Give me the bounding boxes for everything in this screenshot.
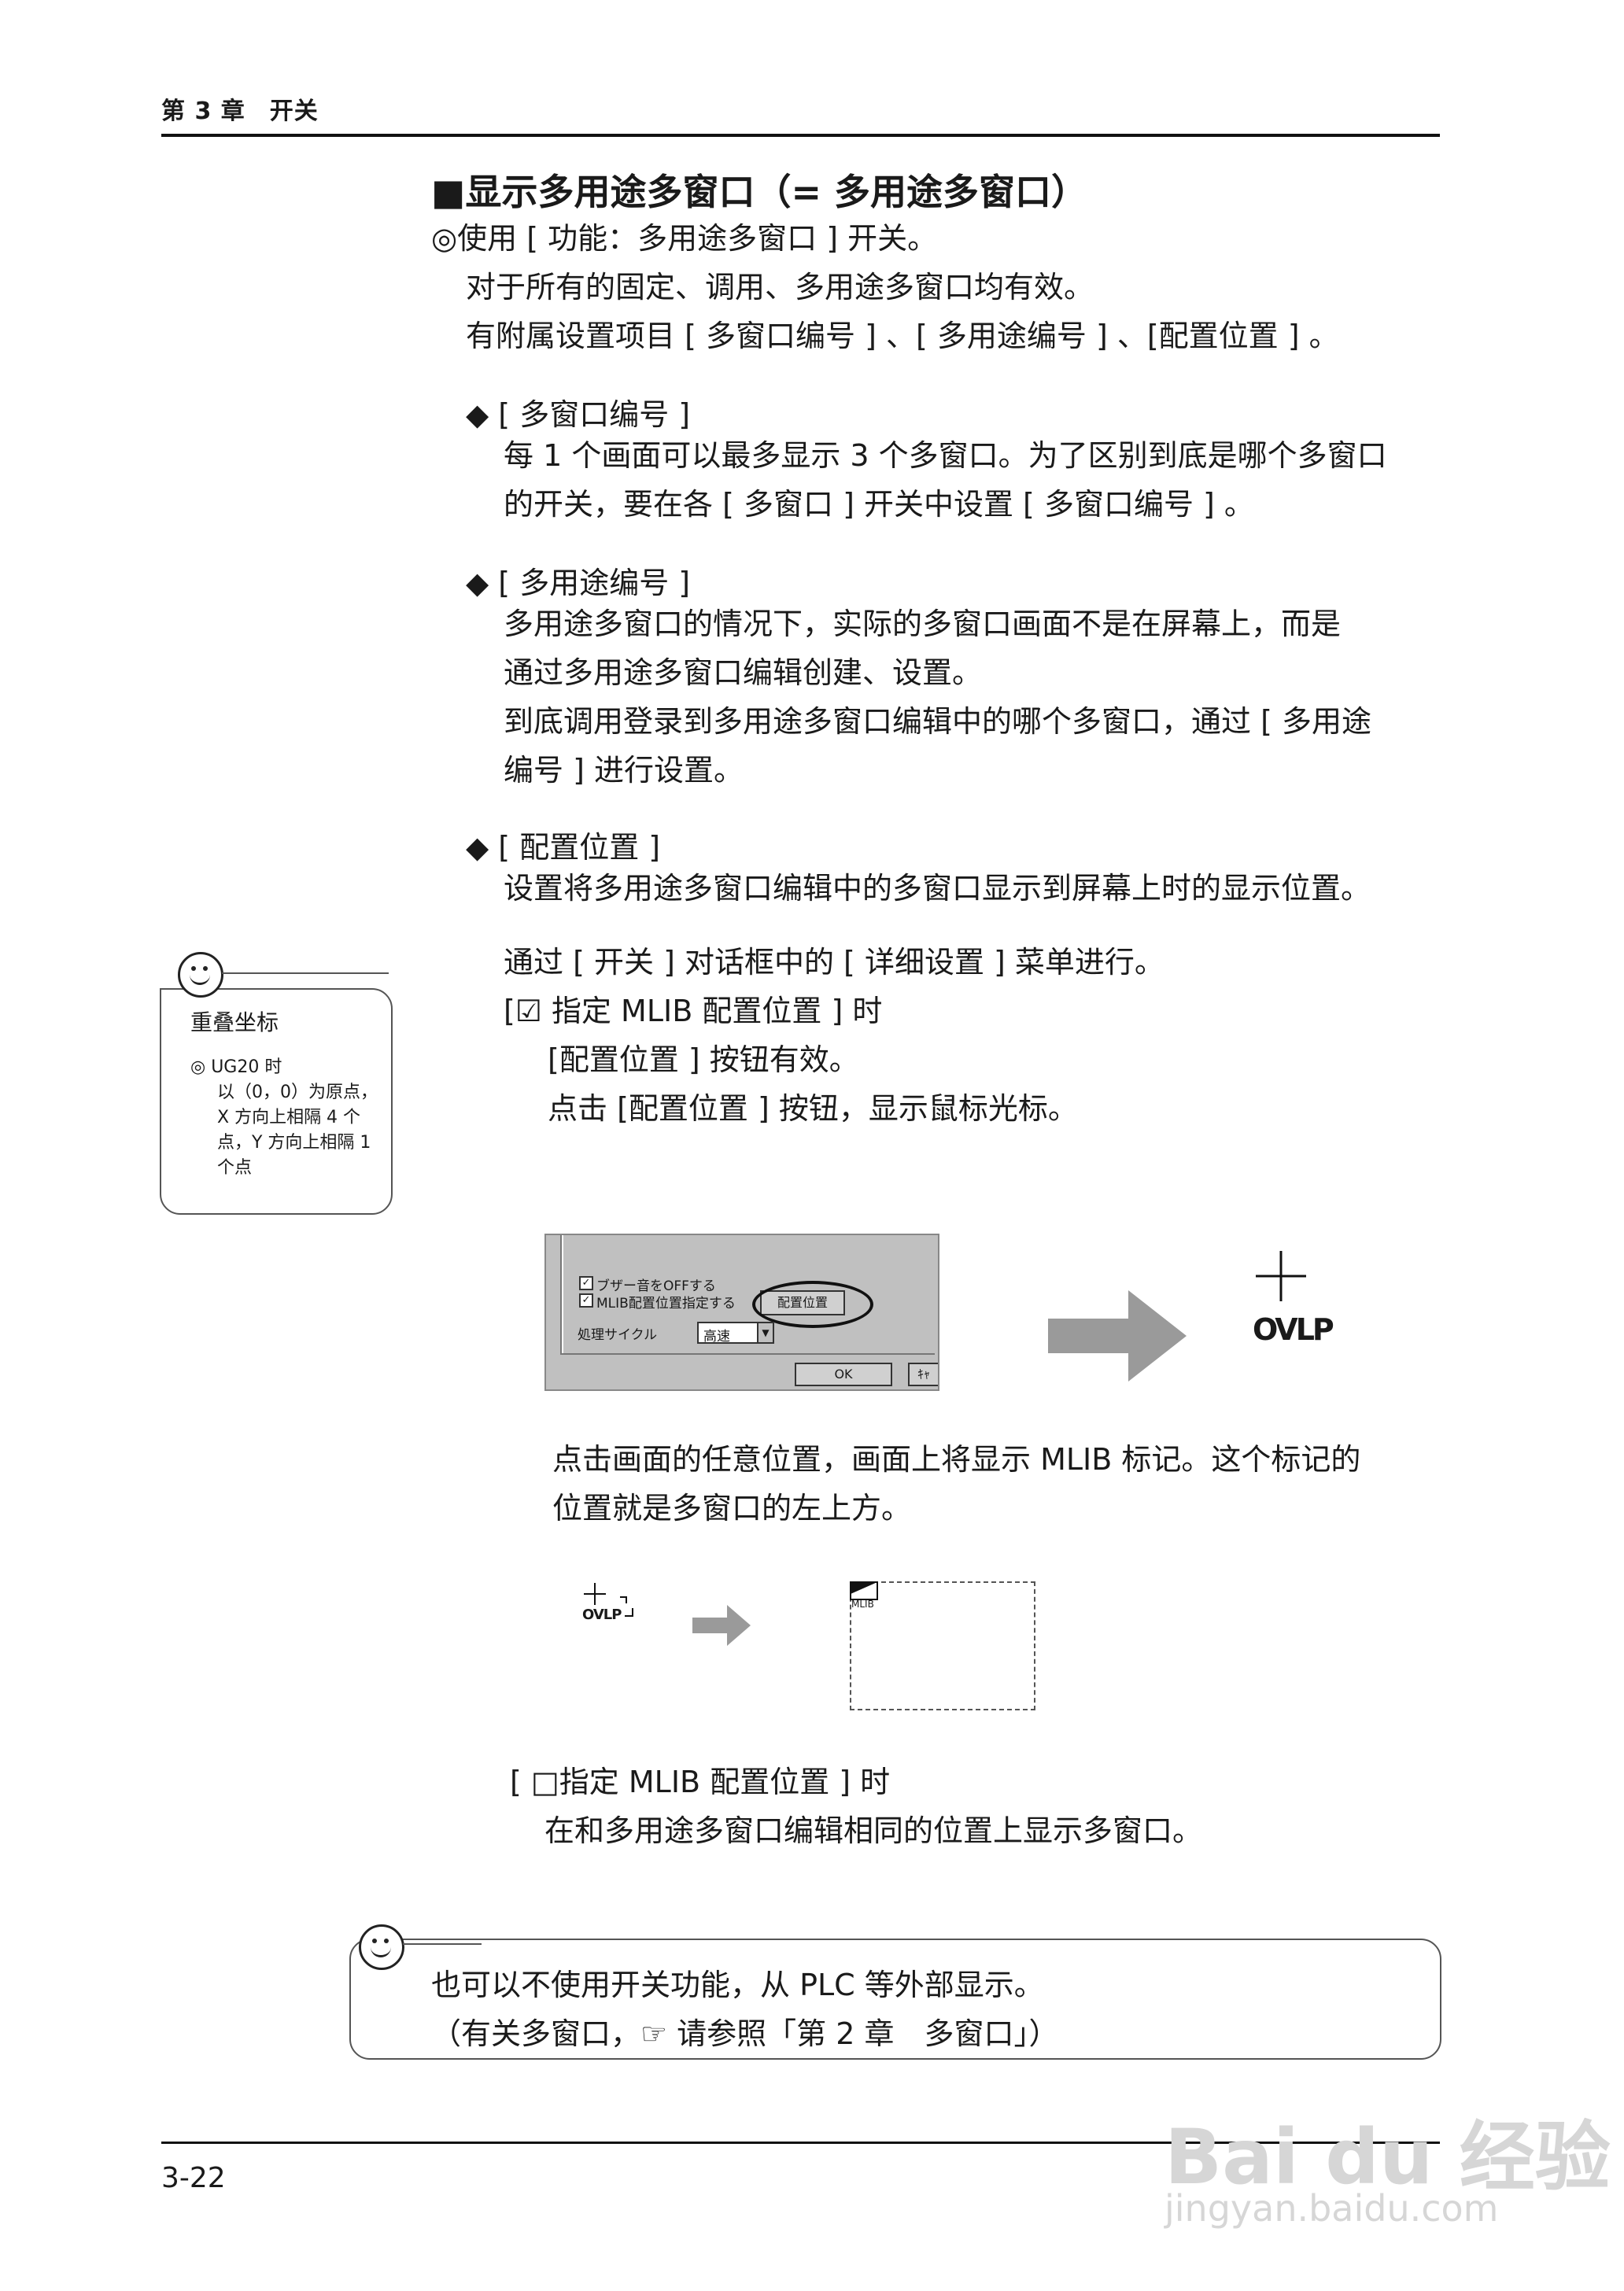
- buzzer-off-checkbox[interactable]: ✓: [579, 1276, 593, 1290]
- section2-line-2: 通过多用途多窗口编辑创建、设置。: [504, 655, 983, 690]
- section-title: ■显示多用途多窗口（= 多用途多窗口）: [431, 171, 1088, 213]
- corner-mark-icon: [625, 1608, 633, 1617]
- unchecked-line: 在和多用途多窗口编辑相同的位置上显示多窗口。: [544, 1813, 1203, 1848]
- switch-dialog-screenshot: ✓ ブザー音をOFFする ✓ MLIB配置位置指定する 配置位置 処理サイクル …: [544, 1234, 939, 1391]
- crosshair-cursor-icon: [1256, 1251, 1306, 1301]
- cancel-button[interactable]: ｷｬ: [908, 1363, 938, 1386]
- subsection-title-window-number: ◆ [ 多窗口编号 ]: [466, 397, 691, 432]
- mlib-marker-icon: [850, 1581, 878, 1600]
- bottom-note-box: [349, 1939, 1441, 2060]
- watermark-brand: Bai du 经验: [1164, 2113, 1611, 2201]
- mlib-position-label: MLIB配置位置指定する: [596, 1296, 736, 1312]
- side-note-line-5: 个点: [217, 1158, 253, 1178]
- cycle-label: 処理サイクル: [578, 1327, 658, 1343]
- side-note-line-3: X 方向上相隔 4 个: [217, 1108, 361, 1127]
- side-note-line-4: 点，Y 方向上相隔 1: [217, 1133, 371, 1153]
- ovlp-cursor-label: OVLP: [1253, 1312, 1334, 1347]
- chapter-header: 第 3 章 开关: [161, 98, 319, 125]
- side-note-line-2: 以（0，0）为原点，: [217, 1083, 378, 1102]
- unchecked-title: [ □指定 MLIB 配置位置 ] 时: [510, 1765, 891, 1799]
- multi-window-outline: [850, 1581, 1035, 1710]
- highlight-ellipse: [752, 1281, 873, 1328]
- smiley-icon: [178, 952, 223, 998]
- side-note-line-1: ◎ UG20 时: [190, 1057, 282, 1077]
- footer-rule: [161, 2142, 1440, 2144]
- after-dialog-line-1: 点击画面的任意位置，画面上将显示 MLIB 标记。这个标记的: [552, 1442, 1361, 1477]
- section1-line-1: 每 1 个画面可以最多显示 3 个多窗口。为了区别到底是哪个多窗口: [504, 438, 1387, 473]
- header-rule: [161, 134, 1440, 137]
- chevron-down-icon[interactable]: ▼: [757, 1323, 773, 1342]
- section2-line-1: 多用途多窗口的情况下，实际的多窗口画面不是在屏幕上，而是: [504, 607, 1342, 641]
- small-arrow-right-icon: [692, 1605, 751, 1646]
- mlib-label: MLIB: [851, 1599, 874, 1610]
- side-note-heading: 重叠坐标: [190, 1009, 279, 1035]
- cycle-select[interactable]: 高速 ▼: [697, 1322, 774, 1345]
- subsection-title-multipurpose-number: ◆ [ 多用途编号 ]: [466, 566, 691, 600]
- mlib-position-checkbox[interactable]: ✓: [579, 1293, 593, 1308]
- small-ovlp-label: OVLP: [582, 1607, 622, 1623]
- section2-line-4: 编号 ] 进行设置。: [504, 753, 744, 788]
- note-top-rule: [403, 1943, 482, 1945]
- buzzer-off-label: ブザー音をOFFする: [596, 1278, 716, 1294]
- intro-line-3: 有附属设置项目 [ 多窗口编号 ] 、[ 多用途编号 ] 、[配置位置 ] 。: [466, 319, 1339, 353]
- section3-line-1: 设置将多用途多窗口编辑中的多窗口显示到屏幕上时的显示位置。: [504, 871, 1371, 906]
- ok-button[interactable]: OK: [795, 1363, 892, 1386]
- section3-line-5: 点击 [配置位置 ] 按钮，显示鼠标光标。: [548, 1091, 1078, 1126]
- cycle-select-value: 高速: [703, 1329, 730, 1345]
- bottom-note-line-2: （有关多窗口，☞ 请参照「第 2 章 多窗口」）: [431, 2016, 1059, 2051]
- arrow-right-icon: [1048, 1290, 1187, 1382]
- watermark-url: jingyan.baidu.com: [1164, 2187, 1499, 2230]
- section3-line-4: [配置位置 ] 按钮有效。: [548, 1042, 859, 1077]
- after-dialog-line-2: 位置就是多窗口的左上方。: [552, 1491, 912, 1525]
- subsection-title-position: ◆ [ 配置位置 ]: [466, 830, 661, 865]
- section1-line-2: 的开关，要在各 [ 多窗口 ] 开关中设置 [ 多窗口编号 ] 。: [504, 487, 1254, 522]
- section3-line-3: [☑ 指定 MLIB 配置位置 ] 时: [504, 994, 883, 1028]
- small-crosshair-icon: [584, 1583, 627, 1605]
- smiley-icon: [359, 1924, 404, 1970]
- side-note-box: [160, 988, 393, 1215]
- bottom-note-line-1: 也可以不使用开关功能，从 PLC 等外部显示。: [431, 1968, 1044, 2002]
- page-number: 3-22: [161, 2162, 226, 2194]
- section2-line-3: 到底调用登录到多用途多窗口编辑中的哪个多窗口，通过 [ 多用途: [504, 704, 1371, 739]
- intro-line-1: ◎使用 [ 功能：多用途多窗口 ] 开关。: [431, 221, 938, 256]
- section3-line-2: 通过 [ 开关 ] 对话框中的 [ 详细设置 ] 菜单进行。: [504, 945, 1164, 979]
- intro-line-2: 对于所有的固定、调用、多用途多窗口均有效。: [466, 270, 1094, 304]
- side-note-top-rule: [222, 972, 389, 974]
